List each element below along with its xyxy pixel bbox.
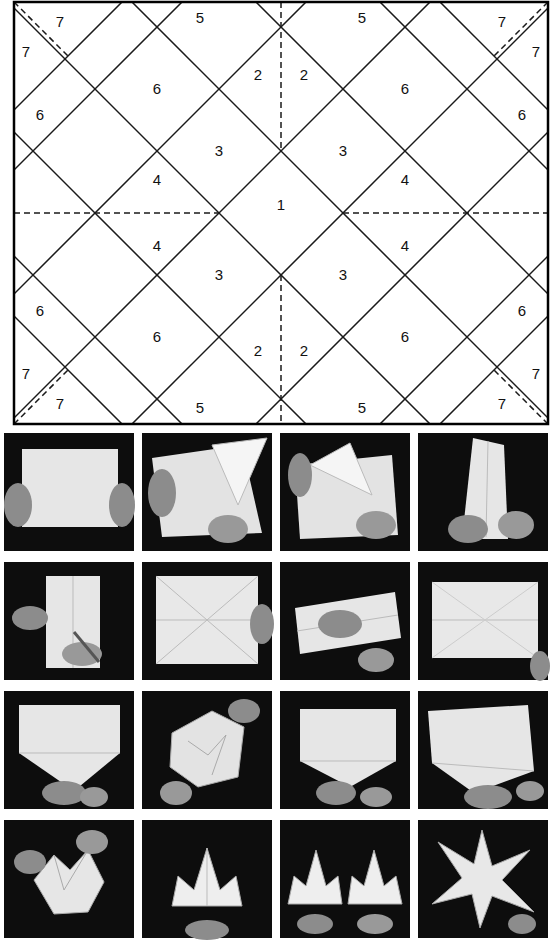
region-number: 7 <box>532 366 540 382</box>
region-number: 5 <box>196 10 204 26</box>
region-number: 7 <box>56 396 64 412</box>
region-number: 1 <box>277 197 285 213</box>
region-number: 7 <box>498 396 506 412</box>
region-number: 5 <box>358 400 366 416</box>
region-number: 6 <box>153 329 161 345</box>
photo-8 <box>418 562 550 681</box>
region-number: 4 <box>153 172 161 188</box>
region-number: 7 <box>498 14 506 30</box>
photo-2 <box>142 433 272 551</box>
region-number: 2 <box>300 67 308 83</box>
region-number: 6 <box>518 107 526 123</box>
region-number: 2 <box>300 343 308 359</box>
photo-16 <box>418 820 548 938</box>
region-number: 3 <box>215 143 223 159</box>
photo-11 <box>280 691 410 809</box>
crease-lines <box>14 2 548 424</box>
region-number: 6 <box>36 303 44 319</box>
region-number: 3 <box>339 143 347 159</box>
paper-sheet <box>14 2 548 424</box>
region-number: 4 <box>401 172 409 188</box>
sheet-border <box>14 2 548 424</box>
region-number: 3 <box>215 267 223 283</box>
region-number: 4 <box>153 238 161 254</box>
region-number: 6 <box>153 81 161 97</box>
photo-1 <box>4 433 135 551</box>
photo-14 <box>142 820 272 940</box>
region-number: 5 <box>358 10 366 26</box>
region-number: 3 <box>339 267 347 283</box>
photo-3 <box>280 433 410 551</box>
photo-13 <box>4 820 134 938</box>
photo-12 <box>418 691 548 809</box>
photo-7 <box>280 562 410 680</box>
region-number: 6 <box>518 303 526 319</box>
region-number: 7 <box>532 44 540 60</box>
region-number: 7 <box>56 14 64 30</box>
region-number: 5 <box>196 400 204 416</box>
region-number: 6 <box>36 107 44 123</box>
region-number: 2 <box>254 67 262 83</box>
photo-10 <box>142 691 272 809</box>
region-number: 6 <box>401 81 409 97</box>
photo-6 <box>142 562 274 680</box>
region-number: 7 <box>22 366 30 382</box>
photo-sequence <box>4 433 550 940</box>
photo-4 <box>418 433 548 551</box>
region-number: 2 <box>254 343 262 359</box>
region-number: 7 <box>22 44 30 60</box>
photo-9 <box>4 691 134 809</box>
region-number: 4 <box>401 238 409 254</box>
photo-15 <box>280 820 410 938</box>
region-number: 6 <box>401 329 409 345</box>
photo-5 <box>4 562 134 680</box>
